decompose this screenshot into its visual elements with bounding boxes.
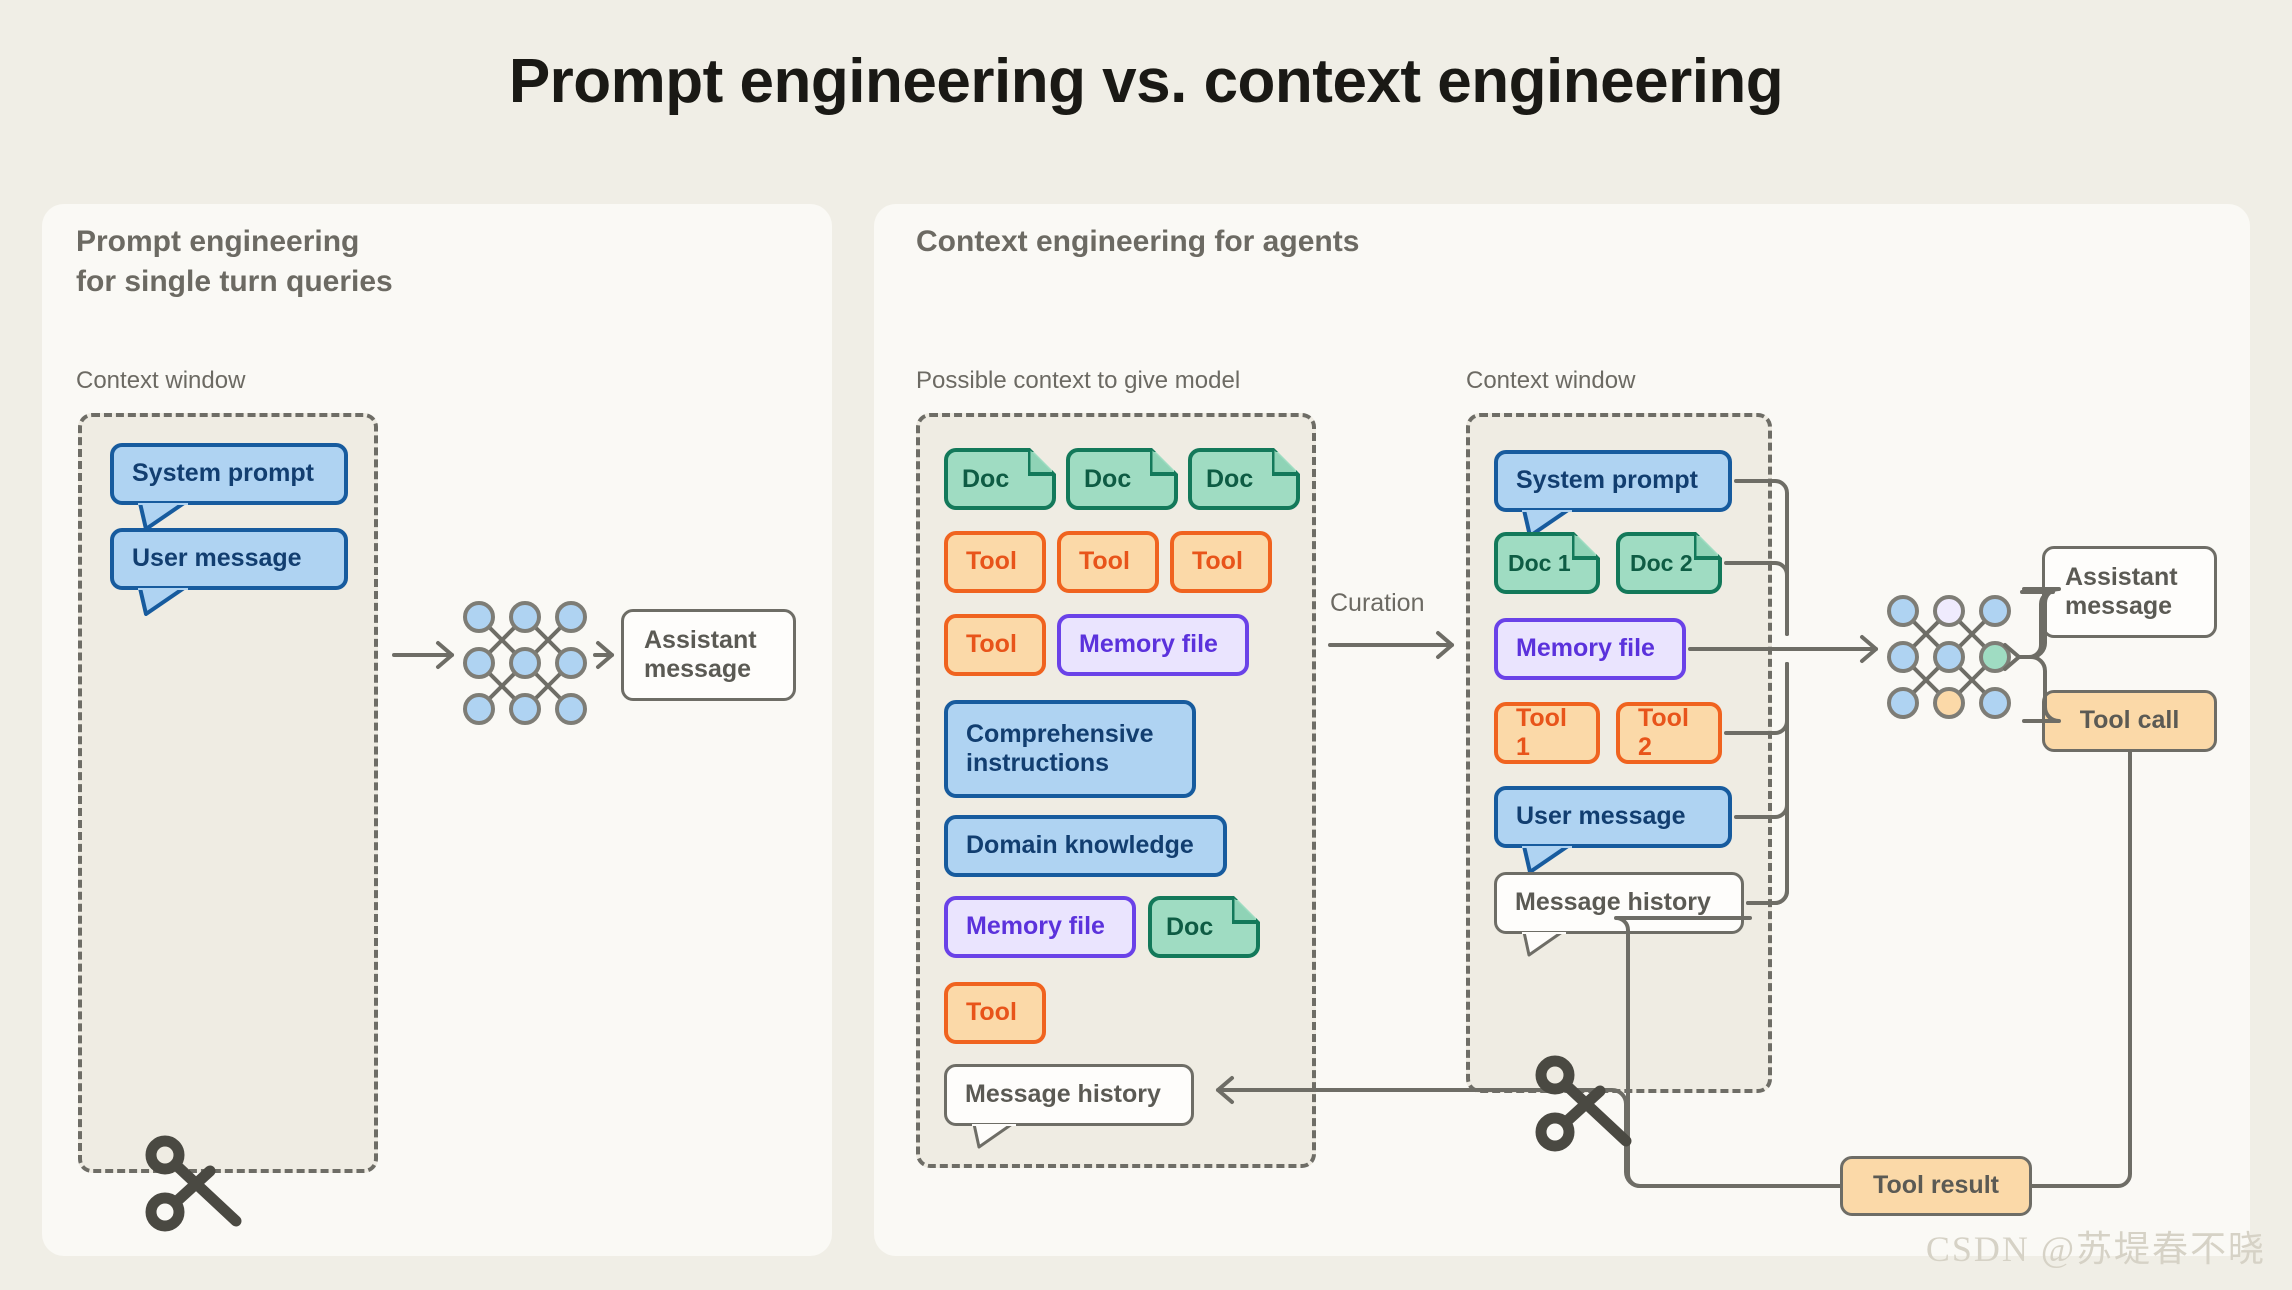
node-label: Comprehensive instructions (966, 719, 1154, 778)
node-tool-3[interactable]: Tool (1170, 531, 1272, 593)
node-tool-1[interactable]: Tool (944, 531, 1046, 593)
node-comprehensive-instructions[interactable]: Comprehensive instructions (944, 700, 1196, 798)
node-tool-2-ctx[interactable]: Tool 2 (1616, 702, 1722, 764)
node-doc-4[interactable]: Doc (1148, 896, 1260, 958)
node-label: Assistant message (2065, 562, 2178, 621)
node-label: Message history (944, 1064, 1194, 1126)
doc-fold-icon (1028, 448, 1054, 476)
doc-fold-icon (1150, 448, 1176, 476)
node-label: Tool (966, 998, 1017, 1027)
bubble-tail (138, 588, 188, 616)
node-tool-4[interactable]: Tool (944, 614, 1046, 676)
node-label: Doc 1 (1508, 549, 1571, 576)
node-label: Memory file (1079, 630, 1218, 659)
node-system-prompt-right[interactable]: System prompt (1494, 450, 1732, 538)
node-doc-2-ctx[interactable]: Doc 2 (1616, 532, 1722, 594)
node-label: Tool call (2079, 706, 2180, 735)
node-label: System prompt (110, 443, 348, 505)
node-label: Tool (1079, 547, 1130, 576)
possible-context-label: Possible context to give model (916, 367, 1241, 394)
node-label: Tool 2 (1638, 703, 1689, 762)
node-memory-file-1[interactable]: Memory file (1057, 614, 1249, 676)
right-panel-heading: Context engineering for agents (916, 225, 1360, 258)
node-label: Tool (1192, 547, 1243, 576)
left-context-window-box (78, 413, 378, 1173)
node-label: User message (110, 528, 348, 590)
doc-fold-icon (1572, 532, 1598, 560)
bubble-tail (1522, 510, 1572, 538)
page-title: Prompt engineering vs. context engineeri… (508, 47, 1784, 116)
node-label: Tool (966, 547, 1017, 576)
node-label: User message (1494, 786, 1732, 848)
node-label: Tool result (1873, 1171, 1999, 1200)
node-label: Doc (1206, 464, 1254, 493)
curation-label: Curation (1330, 589, 1425, 617)
node-label: Memory file (966, 912, 1105, 941)
doc-fold-icon (1232, 896, 1258, 924)
node-doc-3[interactable]: Doc (1188, 448, 1300, 510)
node-assistant-message-right[interactable]: Assistant message (2042, 546, 2217, 638)
doc-body (1616, 532, 1722, 594)
doc-fold-icon (1272, 448, 1298, 476)
node-label: Tool 1 (1516, 703, 1567, 762)
right-context-window-label: Context window (1466, 367, 1636, 394)
left-panel-heading: Prompt engineering for single turn queri… (76, 225, 393, 298)
node-doc-2[interactable]: Doc (1066, 448, 1178, 510)
node-label: Doc (962, 464, 1010, 493)
node-label: Assistant message (644, 625, 757, 684)
node-label: System prompt (1494, 450, 1732, 512)
bubble-tail (1522, 932, 1566, 957)
node-message-history-ctx[interactable]: Message history (1494, 872, 1744, 957)
node-label: Domain knowledge (966, 831, 1194, 860)
doc-body (1494, 532, 1600, 594)
node-doc-1-ctx[interactable]: Doc 1 (1494, 532, 1600, 594)
node-memory-file-ctx[interactable]: Memory file (1494, 618, 1686, 680)
watermark: CSDN @苏堤春不晓 (1925, 1229, 2266, 1269)
left-context-window-label: Context window (76, 367, 246, 394)
node-tool-call[interactable]: Tool call (2042, 690, 2217, 752)
node-memory-file-2[interactable]: Memory file (944, 896, 1136, 958)
bubble-tail (972, 1124, 1016, 1149)
doc-fold-icon (1694, 532, 1720, 560)
node-tool-5[interactable]: Tool (944, 982, 1046, 1044)
node-label: Memory file (1516, 634, 1655, 663)
node-system-prompt-left[interactable]: System prompt (110, 443, 348, 531)
node-label: Doc 2 (1630, 549, 1693, 576)
node-label: Tool (966, 630, 1017, 659)
node-label: Doc (1084, 464, 1132, 493)
node-domain-knowledge[interactable]: Domain knowledge (944, 815, 1227, 877)
node-user-message-left[interactable]: User message (110, 528, 348, 616)
node-label: Doc (1166, 912, 1214, 941)
node-user-message-right[interactable]: User message (1494, 786, 1732, 874)
node-tool-2[interactable]: Tool (1057, 531, 1159, 593)
node-tool-result[interactable]: Tool result (1840, 1156, 2032, 1216)
bubble-tail (1522, 846, 1572, 874)
node-tool-1-ctx[interactable]: Tool 1 (1494, 702, 1600, 764)
node-assistant-message-left[interactable]: Assistant message (621, 609, 796, 701)
node-label: Message history (1494, 872, 1744, 934)
node-message-history-possible[interactable]: Message history (944, 1064, 1194, 1149)
node-doc-1[interactable]: Doc (944, 448, 1056, 510)
bubble-tail (138, 503, 188, 531)
